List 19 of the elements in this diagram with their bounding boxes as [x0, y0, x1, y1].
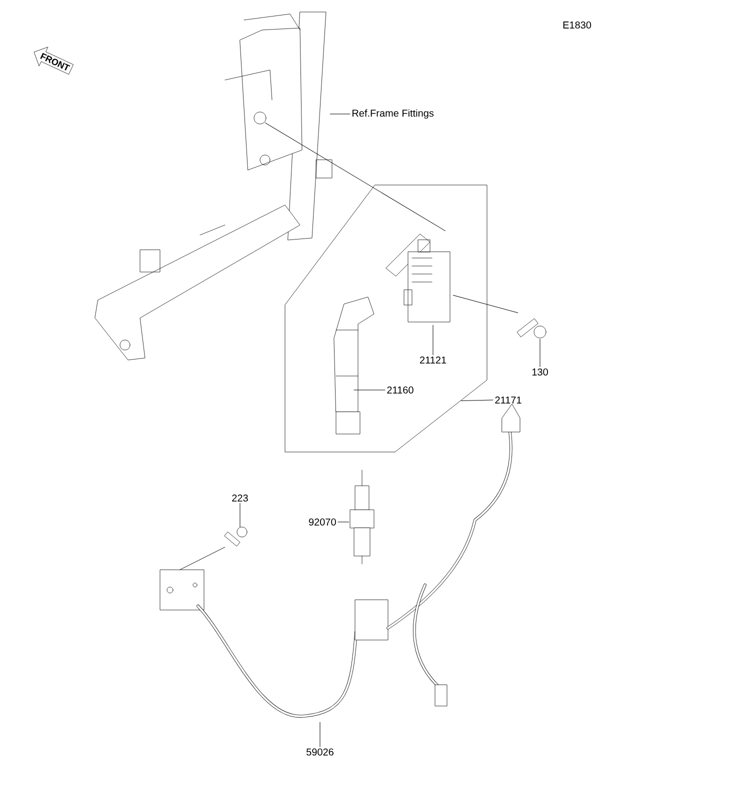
callout-number: 21121: [420, 356, 446, 364]
callout-number: 59026: [306, 748, 334, 756]
mounting-line: [264, 122, 446, 232]
leader-line: [432, 324, 434, 356]
callout-number: 21171: [495, 396, 522, 404]
callout-number: 21160: [387, 386, 414, 394]
pickup-harness-drawing: [160, 404, 520, 718]
leader-line: [460, 400, 494, 401]
bolt-drawing: [516, 318, 546, 338]
mounting-line: [452, 294, 518, 314]
ignition-coil-drawing: [386, 234, 450, 322]
screw-drawing: [224, 526, 248, 546]
callout-number: 130: [532, 368, 548, 376]
mounting-line: [180, 546, 226, 570]
drawing-code: E1830: [563, 21, 592, 29]
plug-cap-drawing: [334, 296, 374, 434]
frame-drawing: [94, 12, 332, 360]
frame-reference: Ref.Frame Fittings: [352, 109, 434, 119]
kit-outline: [284, 184, 488, 452]
